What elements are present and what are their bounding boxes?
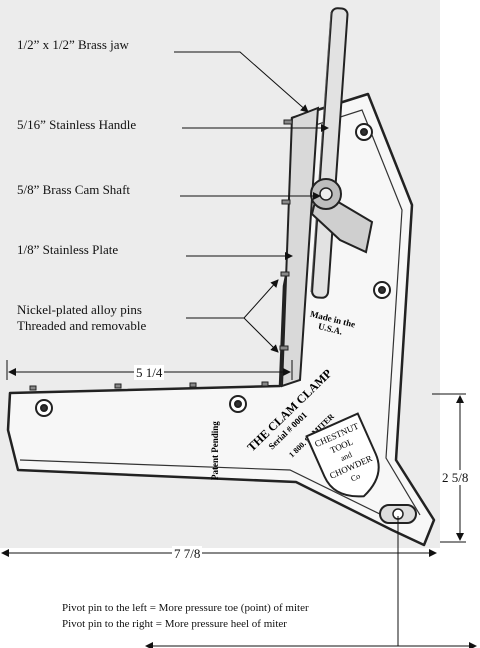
pins-leader-upper xyxy=(243,279,279,319)
jaw-leader xyxy=(174,51,309,113)
plate-callout: 1/8” Stainless Plate xyxy=(17,242,119,257)
jaw-callout: 1/2” x 1/2” Brass jaw xyxy=(17,37,129,52)
pins-leader-lower xyxy=(243,317,279,353)
handle-callout: 5/16” Stainless Handle xyxy=(17,117,137,132)
patent-pending-engraving: Patent Pending xyxy=(210,421,220,480)
dim-right-label: 2 5/8 xyxy=(440,470,471,485)
svg-text:and: and xyxy=(339,450,353,463)
stainless-handle xyxy=(310,7,349,299)
alloy-pins xyxy=(29,119,293,391)
dim-top-label: 5 1/4 xyxy=(134,365,165,380)
dimension-lines xyxy=(1,360,477,648)
brass-jaw xyxy=(280,106,320,388)
pins-callout-line1: Nickel-plated alloy pins xyxy=(17,302,142,317)
callout-leaders xyxy=(174,51,329,353)
pivot-left-note: Pivot pin to the left = More pressure to… xyxy=(62,602,309,614)
cam-shaft-callout: 5/8” Brass Cam Shaft xyxy=(17,182,131,197)
plate-bevel-bottom xyxy=(19,459,393,521)
screw-holes xyxy=(35,123,391,417)
pivot-right-note: Pivot pin to the right = More pressure h… xyxy=(62,618,287,630)
chestnut-tool-logo: CHESTNUT TOOL and CHOWDER Co xyxy=(305,412,380,498)
dim-bottom-label: 7 7/8 xyxy=(172,546,203,561)
brass-cam-shaft xyxy=(310,178,374,254)
pivot-pin xyxy=(379,504,417,524)
pins-callout-line2: Threaded and removable xyxy=(17,318,147,333)
svg-text:Co: Co xyxy=(349,471,361,483)
